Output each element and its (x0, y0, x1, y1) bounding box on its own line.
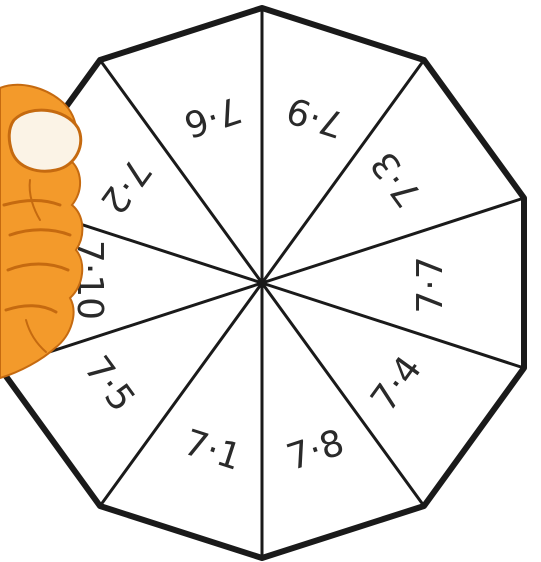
center-hub (258, 279, 266, 287)
segment-label-3: 7·7 (410, 256, 451, 313)
